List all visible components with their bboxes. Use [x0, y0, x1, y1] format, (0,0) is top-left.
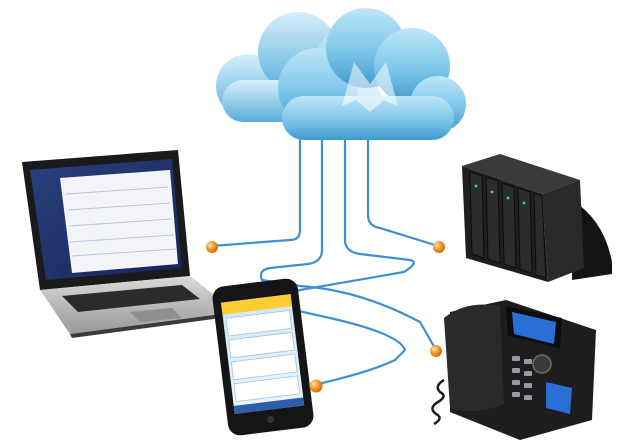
smartphone-list: [225, 309, 301, 403]
server-leds: [474, 184, 526, 205]
endpoint-desk-phone: [430, 345, 442, 357]
endpoint-laptop: [206, 241, 218, 253]
laptop-front-edge: [70, 312, 236, 338]
laptop-keyboard: [62, 285, 200, 312]
desk-phone-handset: [444, 304, 504, 412]
logo-icon: [342, 62, 398, 112]
smartphone-header-bar: [221, 294, 293, 315]
cloud-icon: [216, 8, 466, 140]
desk-phone-side-screen: [546, 382, 572, 414]
desk-phone-keypad: [512, 356, 532, 400]
endpoint-server: [433, 241, 445, 253]
server-side: [542, 180, 584, 282]
cable-to-phone-a: [259, 138, 438, 352]
server-top: [462, 154, 580, 194]
server-rack-icon: [462, 154, 612, 282]
laptop-icon: [22, 150, 236, 338]
desk-phone-icon: [431, 300, 596, 440]
cable-to-server: [366, 138, 440, 248]
cable-to-laptop: [210, 138, 302, 248]
laptop-screen-content: [60, 170, 178, 273]
server-modules: [469, 171, 547, 279]
endpoint-smartphone: [309, 379, 323, 393]
desk-phone-nav-ring: [532, 354, 552, 374]
desk-phone-display: [512, 312, 556, 344]
desk-phone-cord: [431, 378, 445, 426]
laptop-screen-rows: [65, 186, 177, 257]
laptop-touchpad: [130, 308, 182, 322]
cable-endpoints: [206, 241, 445, 393]
smartphone-icon: [212, 278, 314, 436]
smartphone-home-button: [267, 416, 275, 424]
smartphone-nav-bar: [233, 397, 305, 414]
